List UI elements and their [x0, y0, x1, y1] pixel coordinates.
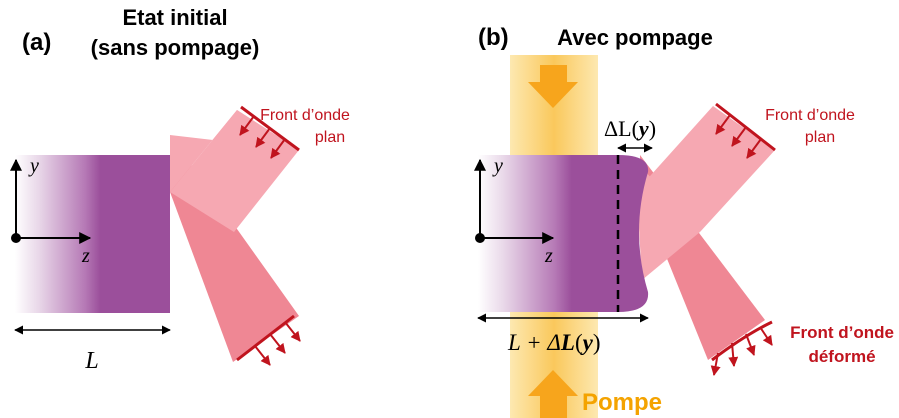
axis-y-label-b: y [492, 155, 503, 177]
wavefront-deformed-label-line2: déformé [808, 347, 875, 366]
wavefront-plane-upper [239, 105, 300, 159]
wavefront-plane-label-b-line1: Front d’onde [765, 107, 855, 124]
pump-arrow-top [528, 65, 578, 108]
pump-label: Pompe [582, 389, 662, 416]
axes-b [474, 158, 555, 244]
beam-upper-b [642, 106, 775, 232]
panel-a: (a) Etat initial (sans pompage) Front d’… [10, 5, 350, 374]
panel-b-letter: (b) [478, 24, 509, 51]
panel-b: (b) Avec pompage ΔL(y) Front d’onde plan [474, 24, 894, 418]
wavefront-plane-lower [236, 314, 301, 366]
panel-a-title-line2: (sans pompage) [91, 35, 260, 60]
crystal [15, 155, 170, 313]
wavefront-deformed-label-line1: Front d’onde [790, 323, 894, 342]
length-label-b: L + ΔL(y) [507, 330, 601, 355]
beam-upper-body [170, 110, 299, 232]
axis-z-label-b: z [544, 245, 553, 267]
wavefront-plane-label-a-line2: plan [315, 129, 345, 146]
pump-arrow-bottom [528, 370, 578, 418]
axes-a [10, 158, 92, 244]
wavefront-deformed-lower [710, 320, 773, 376]
beam-upper-b-fill [635, 160, 700, 280]
wavefront-plane-upper-b [715, 102, 776, 159]
wavefront-plane-label-a-line1: Front d’onde [260, 107, 350, 124]
axis-y-label-a: y [28, 155, 39, 177]
crystal-deformed [478, 155, 649, 312]
length-label-a: L [84, 348, 98, 374]
delta-label: ΔL(y) [604, 116, 656, 141]
panel-a-title-line1: Etat initial [122, 5, 227, 30]
axis-z-label-a: z [81, 245, 90, 267]
wavefront-plane-label-b-line2: plan [805, 129, 835, 146]
panel-a-letter: (a) [22, 29, 51, 56]
panel-b-title: Avec pompage [557, 25, 713, 50]
